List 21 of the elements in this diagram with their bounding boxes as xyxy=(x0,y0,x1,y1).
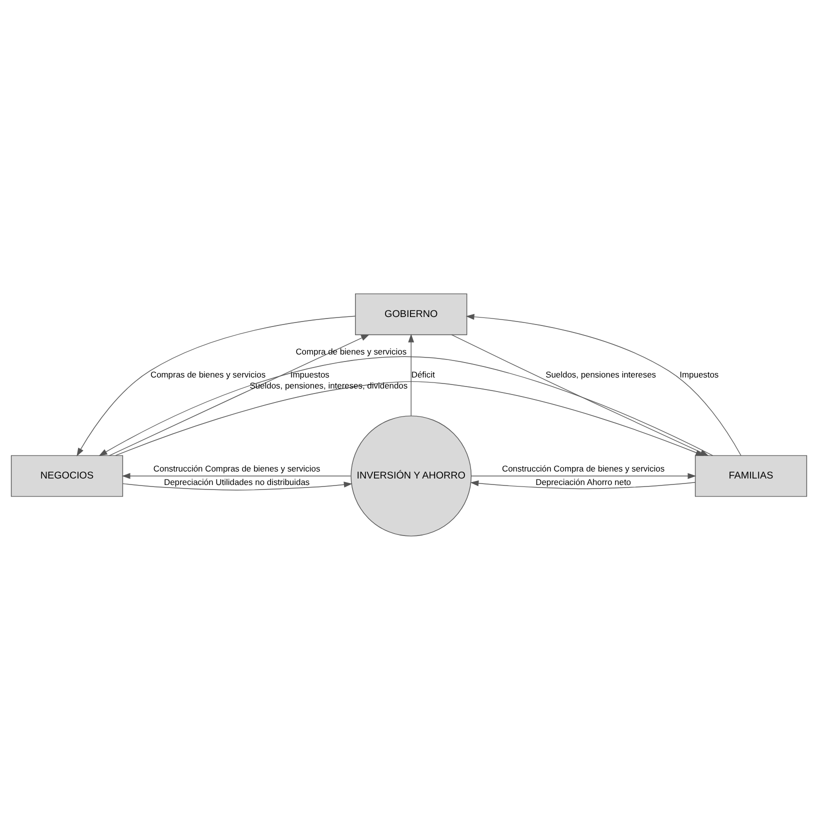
arrow xyxy=(115,381,704,456)
arrow xyxy=(470,480,696,490)
edge-label: Compras de bienes y servicios xyxy=(150,369,266,380)
edge-label: Construcción Compra de bienes y servicios xyxy=(502,463,665,474)
edge-label: Impuestos xyxy=(290,369,330,380)
edge-label: Impuestos xyxy=(680,369,719,380)
edge-label: Sueldos, pensiones intereses xyxy=(546,369,656,380)
arrow xyxy=(122,473,352,479)
arrow xyxy=(122,482,352,490)
node-box: FAMILIAS xyxy=(694,455,808,497)
edge-label: Depreciación Ahorro neto xyxy=(536,476,631,487)
node-circle: INVERSIÓN Y AHORRO xyxy=(350,416,472,536)
edge-label: Construcción Compras de bienes y servicios xyxy=(153,463,320,474)
arrow xyxy=(109,334,370,456)
arrow xyxy=(408,334,414,416)
node-box: GOBIERNO xyxy=(355,293,468,336)
edge-label: Depreciación Utilidades no distribuidas xyxy=(164,476,310,487)
arrow xyxy=(471,473,696,479)
arrow xyxy=(76,316,356,456)
edge-label: Déficit xyxy=(411,369,435,380)
node-box: NEGOCIOS xyxy=(10,455,124,497)
